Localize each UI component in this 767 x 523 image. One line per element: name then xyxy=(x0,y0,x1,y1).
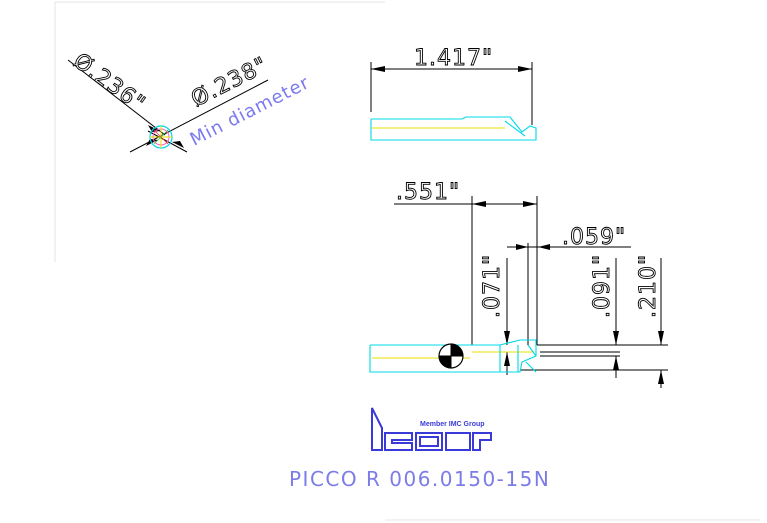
length-551-label: .551" xyxy=(396,180,460,205)
diameter-236-label: Ø.236" xyxy=(68,49,149,118)
depth-091-label: .091" xyxy=(590,254,615,318)
cross-section-view: Ø.236" Ø.238" Min diameter xyxy=(67,48,313,153)
width-059-label: .059" xyxy=(562,225,626,250)
sheet-border xyxy=(54,1,760,521)
side-view: 1.417" xyxy=(370,46,537,141)
depth-210-label: .210" xyxy=(636,254,661,318)
side-view-outline xyxy=(370,116,537,141)
section-symbol xyxy=(438,343,464,369)
part-number: PICCO R 006.0150-15N xyxy=(289,467,550,491)
depth-071-label: .071" xyxy=(480,254,505,318)
front-view-outline xyxy=(369,339,537,373)
iscar-logo: Member IMC Group xyxy=(371,407,492,451)
front-view: .551" .059" .071" .091" .210" xyxy=(369,180,668,388)
logo-mark xyxy=(371,407,492,451)
logo-tagline: Member IMC Group xyxy=(420,421,485,428)
overall-length-label: 1.417" xyxy=(414,46,493,71)
